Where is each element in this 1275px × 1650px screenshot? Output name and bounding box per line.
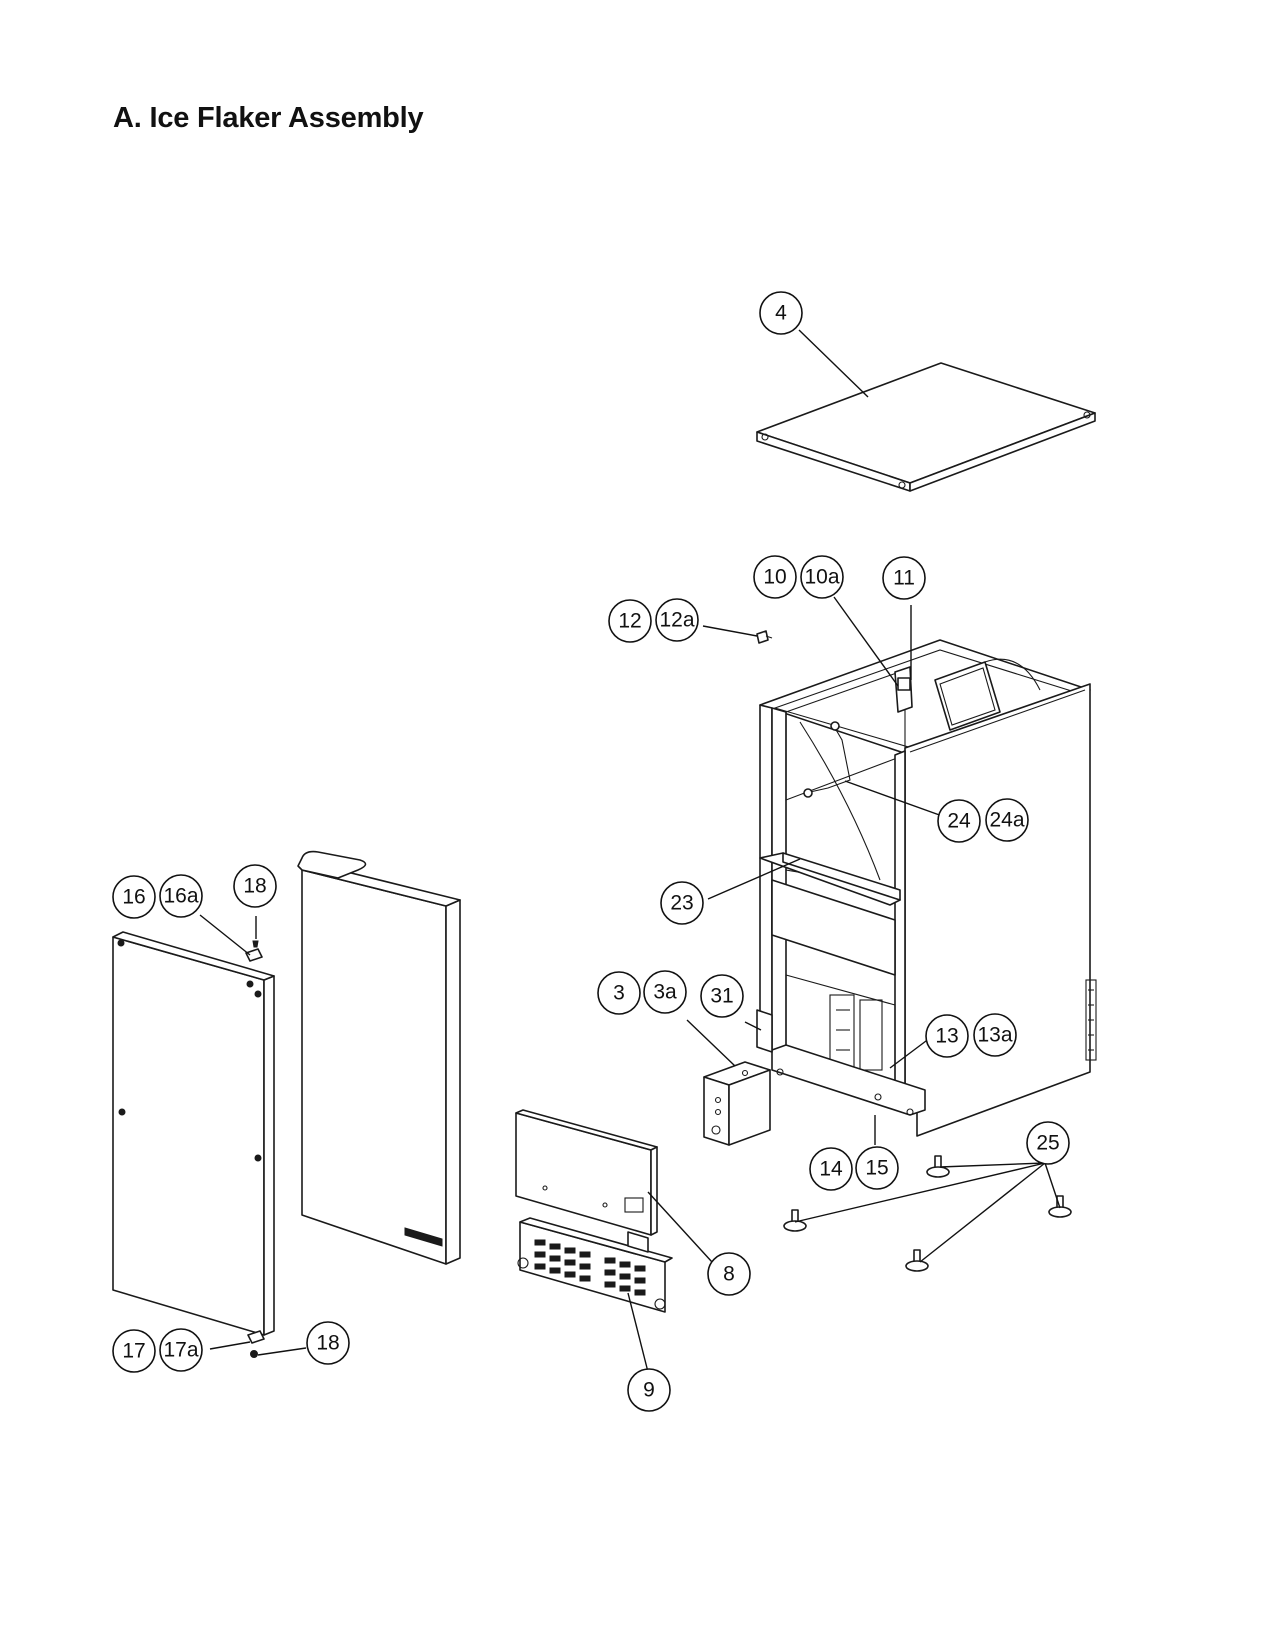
svg-text:9: 9 — [643, 1379, 655, 1402]
callout-12: 12 — [608, 599, 652, 643]
svg-text:23: 23 — [670, 892, 693, 915]
svg-text:3a: 3a — [653, 981, 677, 1004]
svg-text:16: 16 — [122, 886, 145, 909]
svg-text:14: 14 — [819, 1158, 843, 1181]
svg-text:12a: 12a — [659, 609, 694, 632]
callout-15: 15 — [855, 1146, 899, 1190]
front-panel — [515, 1109, 658, 1236]
callout-8: 8 — [707, 1252, 751, 1296]
callout-24a: 24a — [985, 798, 1029, 842]
door — [297, 850, 461, 1265]
louver-grille — [517, 1217, 673, 1313]
callout-13: 13 — [925, 1014, 969, 1058]
leader-lines — [199, 329, 1061, 1373]
callout-17a: 17a — [159, 1328, 203, 1372]
door-panel-inner — [112, 931, 275, 1336]
callout-16a: 16a — [159, 874, 203, 918]
page-title: A. Ice Flaker Assembly — [113, 102, 424, 134]
svg-text:4: 4 — [775, 302, 787, 325]
callout-13a: 13a — [973, 1013, 1017, 1057]
callout-3: 3 — [597, 971, 641, 1015]
svg-text:16a: 16a — [163, 885, 198, 908]
callout-25: 25 — [1026, 1121, 1070, 1165]
leg-1 — [926, 1155, 950, 1178]
callout-16: 16 — [112, 875, 156, 919]
svg-text:24: 24 — [947, 810, 971, 833]
svg-text:17: 17 — [122, 1340, 145, 1363]
svg-text:3: 3 — [613, 982, 625, 1005]
legs — [783, 1155, 1072, 1272]
clip-part — [756, 630, 773, 644]
leg-2 — [1048, 1195, 1072, 1218]
callout-18-top: 18 — [233, 864, 277, 908]
cabinet-body — [756, 639, 1097, 1137]
svg-text:11: 11 — [893, 567, 915, 590]
svg-text:10a: 10a — [804, 566, 839, 589]
callout-23: 23 — [660, 881, 704, 925]
hinges-and-screws — [245, 940, 265, 1358]
callout-4: 4 — [759, 291, 803, 335]
svg-text:8: 8 — [723, 1263, 735, 1286]
svg-text:12: 12 — [618, 610, 641, 633]
callout-10a: 10a — [800, 555, 844, 599]
callout-3a: 3a — [643, 970, 687, 1014]
svg-text:25: 25 — [1036, 1132, 1059, 1155]
callout-14: 14 — [809, 1147, 853, 1191]
svg-text:15: 15 — [865, 1157, 888, 1180]
callout-12a: 12a — [655, 598, 699, 642]
svg-text:31: 31 — [710, 985, 733, 1008]
callout-10: 10 — [753, 555, 797, 599]
top-panel — [756, 362, 1096, 492]
callout-17: 17 — [112, 1329, 156, 1373]
svg-text:18: 18 — [316, 1332, 339, 1355]
callout-9: 9 — [627, 1368, 671, 1412]
control-box — [703, 1061, 771, 1146]
svg-text:10: 10 — [763, 566, 786, 589]
callout-18-bottom: 18 — [306, 1321, 350, 1365]
svg-text:24a: 24a — [989, 809, 1024, 832]
svg-text:13: 13 — [935, 1025, 958, 1048]
svg-text:18: 18 — [243, 875, 266, 898]
svg-text:13a: 13a — [977, 1024, 1012, 1047]
callout-31: 31 — [700, 974, 744, 1018]
leg-4 — [905, 1249, 929, 1272]
callout-24: 24 — [937, 799, 981, 843]
svg-text:17a: 17a — [163, 1339, 198, 1362]
callout-11: 11 — [882, 556, 926, 600]
leg-3 — [783, 1209, 807, 1232]
bin-sensor-wire — [803, 721, 851, 798]
callouts: 4 10 10a 11 12 12a 24 24a 23 16 16a 18 3… — [112, 291, 1070, 1412]
